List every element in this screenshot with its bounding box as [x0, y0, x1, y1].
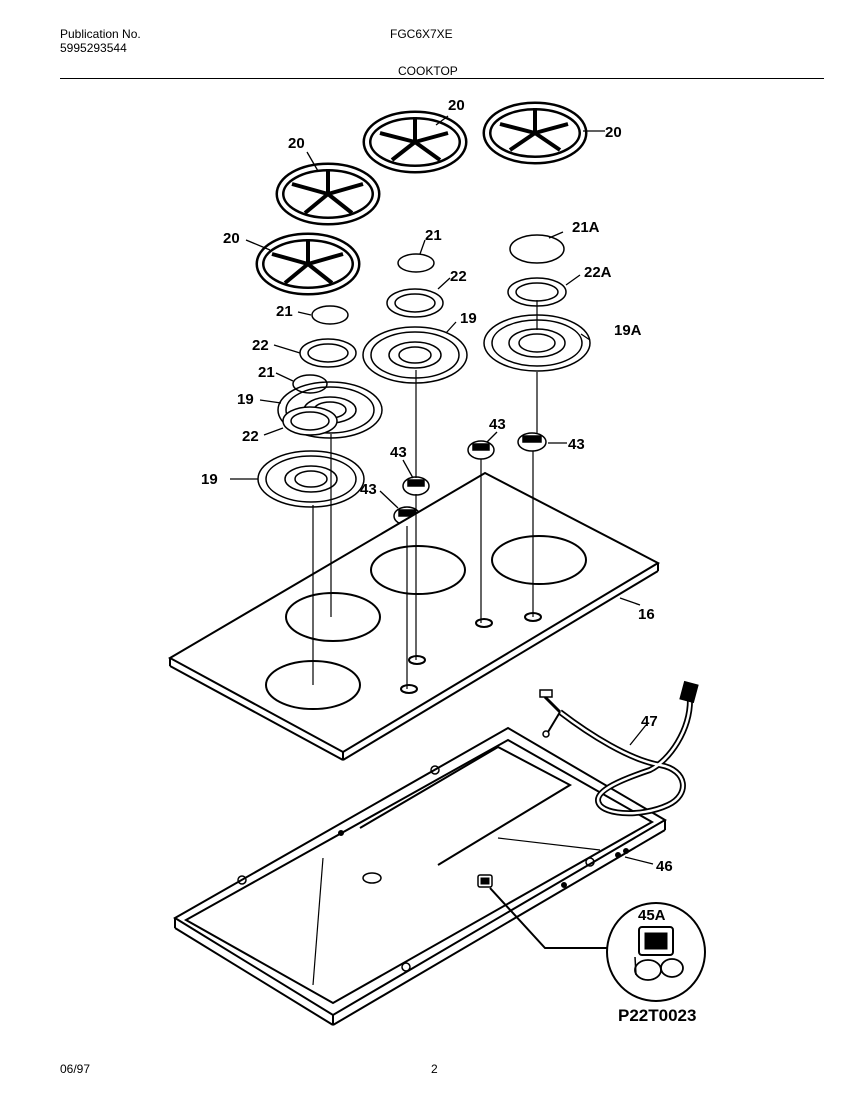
label-grate: 20 [605, 124, 622, 141]
grate-top-right [482, 101, 588, 165]
label-knob: 43 [568, 436, 585, 453]
figure-code: P22T0023 [618, 1006, 696, 1025]
label-grate: 20 [288, 135, 305, 152]
burner-bowl-left-lower [257, 450, 365, 508]
publication-label: Publication No. [60, 27, 141, 41]
footer-date: 06/97 [60, 1062, 91, 1076]
label-burner-head: 22 [252, 337, 269, 354]
label-burner-head: 22 [450, 268, 467, 285]
publication-number: 5995293544 [60, 41, 127, 55]
label-burner-cap: 21 [425, 227, 442, 244]
power-cord [539, 680, 699, 817]
burner-head-mid [386, 288, 444, 318]
label-knob: 43 [360, 481, 377, 498]
label-burner-bowl: 19 [201, 471, 218, 488]
label-burner-head: 22A [584, 264, 612, 281]
burner-head-left-lower [282, 406, 338, 436]
label-grate: 20 [448, 97, 465, 114]
label-burner-pan: 46 [656, 858, 673, 875]
model-number: FGC6X7XE [390, 27, 453, 41]
burner-cap-mid [397, 253, 435, 273]
label-burner-cap: 21 [258, 364, 275, 381]
page-number: 2 [431, 1062, 438, 1076]
header-rule [60, 78, 824, 79]
grate-top-left [275, 162, 381, 226]
burner-head-left-upper [299, 338, 357, 368]
assembly-lines [312, 300, 538, 689]
grate-top-mid [362, 110, 468, 174]
label-knob: 43 [390, 444, 407, 461]
knob-right-a [467, 440, 495, 460]
ignitor-module [477, 874, 706, 1002]
knob-mid [402, 476, 430, 496]
label-burner-bowl: 19 [460, 310, 477, 327]
label-power-cord: 47 [641, 713, 658, 730]
label-grate: 20 [223, 230, 240, 247]
label-knob: 43 [489, 416, 506, 433]
burner-cap-large [509, 234, 565, 264]
leader-lines [230, 115, 654, 865]
label-burner-cap: 21 [276, 303, 293, 320]
burner-bowl-mid [362, 326, 468, 384]
burner-cap-left-upper [311, 305, 349, 325]
grate-left [255, 232, 361, 296]
label-burner-bowl: 19A [614, 322, 642, 339]
label-cooktop: 16 [638, 606, 655, 623]
burner-pan [173, 726, 667, 1026]
cooktop-surface [167, 471, 661, 761]
label-burner-cap: 21A [572, 219, 600, 236]
label-burner-bowl: 19 [237, 391, 254, 408]
section-title: COOKTOP [398, 64, 458, 78]
label-burner-head: 22 [242, 428, 259, 445]
label-ignitor-module: 45A [638, 907, 666, 924]
knob-right-b [517, 432, 547, 452]
